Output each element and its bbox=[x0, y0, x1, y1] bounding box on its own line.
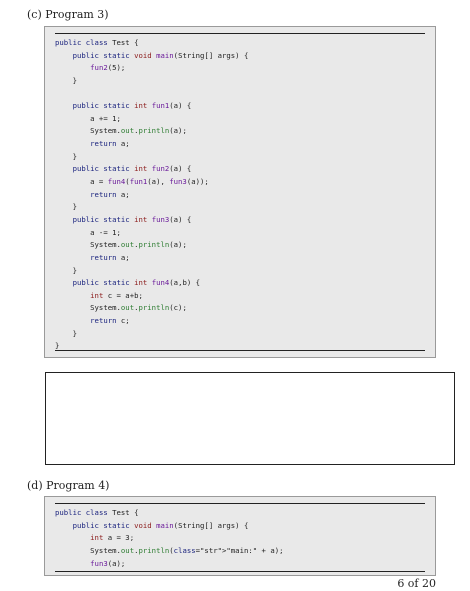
code-line: 25} bbox=[45, 340, 435, 353]
code-line: 1public class Test { bbox=[45, 37, 435, 50]
code-line: 20 public static int fun4(a,b) { bbox=[45, 277, 435, 290]
code-text: System.out.println(class="str">"main:" +… bbox=[55, 545, 284, 555]
code-text: public static void main(String[] args) { bbox=[72, 520, 249, 530]
code-text: public static int fun4(a,b) { bbox=[72, 278, 201, 288]
answer-box[interactable] bbox=[45, 372, 455, 465]
code-line: 17 System.out.println(a); bbox=[45, 239, 435, 252]
code-line: 16 a -= 1; bbox=[45, 227, 435, 240]
code-line: 18 return a; bbox=[45, 252, 435, 265]
code-listing-program-4: 1public class Test {2 public static void… bbox=[44, 496, 436, 576]
code-bottom-rule bbox=[55, 571, 425, 572]
code-text: public static int fun3(a) { bbox=[72, 214, 192, 224]
code-text: public static int fun2(a) { bbox=[72, 164, 192, 174]
code-line: 5 bbox=[45, 88, 435, 101]
code-line: 4 } bbox=[45, 75, 435, 88]
code-text: a = fun4(fun1(a), fun3(a)); bbox=[55, 177, 209, 187]
code-text: public class Test { bbox=[55, 508, 139, 517]
code-text: System.out.println(a); bbox=[55, 126, 187, 136]
code-line: 6 public static int fun1(a) { bbox=[45, 100, 435, 113]
section-label-program-4: (d) Program 4) bbox=[27, 479, 110, 492]
code-line: 5 fun3(a); bbox=[45, 558, 435, 571]
code-lines: 1public class Test {2 public static void… bbox=[45, 37, 435, 353]
code-text: } bbox=[55, 75, 77, 85]
code-line: 4 System.out.println(class="str">"main:"… bbox=[45, 545, 435, 558]
code-line: 19 } bbox=[45, 265, 435, 278]
code-line: 2 public static void main(String[] args)… bbox=[45, 520, 435, 533]
code-line: 15 public static int fun3(a) { bbox=[45, 214, 435, 227]
code-top-rule bbox=[55, 33, 425, 34]
page-number: 6 of 20 bbox=[397, 577, 436, 590]
code-text: return a; bbox=[90, 189, 130, 199]
code-line: 14 } bbox=[45, 201, 435, 214]
section-label-program-3: (c) Program 3) bbox=[27, 8, 109, 21]
code-line: 3 fun2(5); bbox=[45, 62, 435, 75]
code-text: } bbox=[55, 328, 77, 338]
code-line: 2 public static void main(String[] args)… bbox=[45, 50, 435, 63]
code-line: 12 a = fun4(fun1(a), fun3(a)); bbox=[45, 176, 435, 189]
code-listing-program-3: 1public class Test {2 public static void… bbox=[44, 26, 436, 358]
code-text: } bbox=[55, 151, 77, 161]
code-text: fun3(a); bbox=[90, 558, 126, 568]
code-text: public class Test { bbox=[55, 38, 139, 47]
code-text: } bbox=[55, 265, 77, 275]
code-line: 7 a += 1; bbox=[45, 113, 435, 126]
code-text: fun2(5); bbox=[90, 63, 126, 73]
code-text: public static int fun1(a) { bbox=[72, 101, 192, 111]
code-line: 24 } bbox=[45, 328, 435, 341]
code-text: } bbox=[55, 202, 77, 212]
code-bottom-rule bbox=[55, 350, 425, 351]
code-text: return c; bbox=[90, 316, 130, 326]
code-text: a -= 1; bbox=[55, 227, 121, 237]
code-line: 13 return a; bbox=[45, 189, 435, 202]
code-line: 11 public static int fun2(a) { bbox=[45, 163, 435, 176]
code-top-rule bbox=[55, 503, 425, 504]
code-line: 1public class Test { bbox=[45, 507, 435, 520]
code-text: System.out.println(a); bbox=[55, 240, 187, 250]
code-line: 3 int a = 3; bbox=[45, 532, 435, 545]
code-text: return a; bbox=[90, 252, 130, 262]
code-line: 21 int c = a+b; bbox=[45, 290, 435, 303]
code-text: public static void main(String[] args) { bbox=[72, 50, 249, 60]
code-line: 8 System.out.println(a); bbox=[45, 125, 435, 138]
code-line: 9 return a; bbox=[45, 138, 435, 151]
code-line: 10 } bbox=[45, 151, 435, 164]
code-text: System.out.println(c); bbox=[55, 303, 187, 313]
code-text: } bbox=[55, 341, 60, 351]
code-line: 23 return c; bbox=[45, 315, 435, 328]
code-text: return a; bbox=[90, 139, 130, 149]
code-line: 22 System.out.println(c); bbox=[45, 302, 435, 315]
code-lines: 1public class Test {2 public static void… bbox=[45, 507, 435, 570]
code-text: int c = a+b; bbox=[90, 290, 143, 300]
code-text: a += 1; bbox=[55, 113, 121, 123]
code-text: int a = 3; bbox=[90, 533, 135, 543]
